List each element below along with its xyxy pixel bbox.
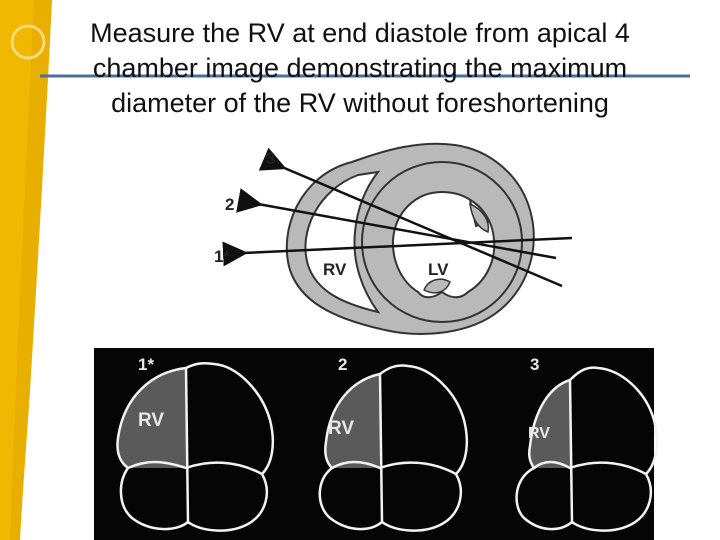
- slide-title-line-3: diameter of the RV without foreshortenin…: [111, 88, 609, 118]
- apical-view-number: 2: [338, 355, 347, 374]
- line-label-1: 1*: [214, 247, 230, 266]
- heart-outline: [318, 364, 468, 532]
- gold-band-shade: [10, 0, 52, 540]
- apical-rv-label: RV: [328, 418, 354, 439]
- rv-chamber-shaded: [325, 374, 380, 468]
- apical-view-1: 1* RV: [116, 355, 274, 532]
- septum-line: [184, 367, 190, 523]
- apical-rv-label: RV: [528, 425, 550, 442]
- valve-plane: [533, 460, 647, 476]
- heart-outline: [515, 366, 658, 532]
- valve-plane: [331, 460, 457, 476]
- lv-papillary-muscle-lower: [423, 278, 451, 294]
- lv-label: LV: [428, 260, 449, 279]
- septum-line: [378, 373, 384, 523]
- rv-chamber-shaded: [117, 368, 186, 468]
- measurement-line-1: [222, 236, 573, 267]
- septum-line: [568, 379, 574, 523]
- apical-view-2: 2 RV: [318, 355, 468, 532]
- slide-title-line-1: Measure the RV at end diastole from apic…: [90, 18, 630, 48]
- measurement-line-3: [258, 147, 563, 288]
- slide-title-line-2: chamber image demonstrating the maximum: [92, 53, 628, 83]
- apical-view-number: 1*: [138, 355, 154, 374]
- lv-papillary-muscle: [469, 202, 490, 234]
- emblem-icon: [10, 24, 46, 60]
- short-axis-diagram: 3 2 1* RV LV: [214, 142, 573, 335]
- rv-cavity: [304, 170, 381, 314]
- heart-outline: [116, 361, 274, 532]
- apical-view-number: 3: [530, 355, 539, 374]
- apical-rv-label: RV: [138, 410, 164, 431]
- apical-view-3: 3 RV: [515, 355, 658, 532]
- apical-views-panel: 1* RV 2 RV 3 RV: [94, 348, 658, 540]
- valve-plane: [127, 460, 263, 476]
- line-label-2: 2: [225, 195, 234, 214]
- measurement-line-2: [236, 188, 557, 260]
- rv-chamber-shaded: [529, 380, 570, 468]
- line-label-3: 3: [266, 149, 275, 168]
- rv-label: RV: [323, 260, 347, 279]
